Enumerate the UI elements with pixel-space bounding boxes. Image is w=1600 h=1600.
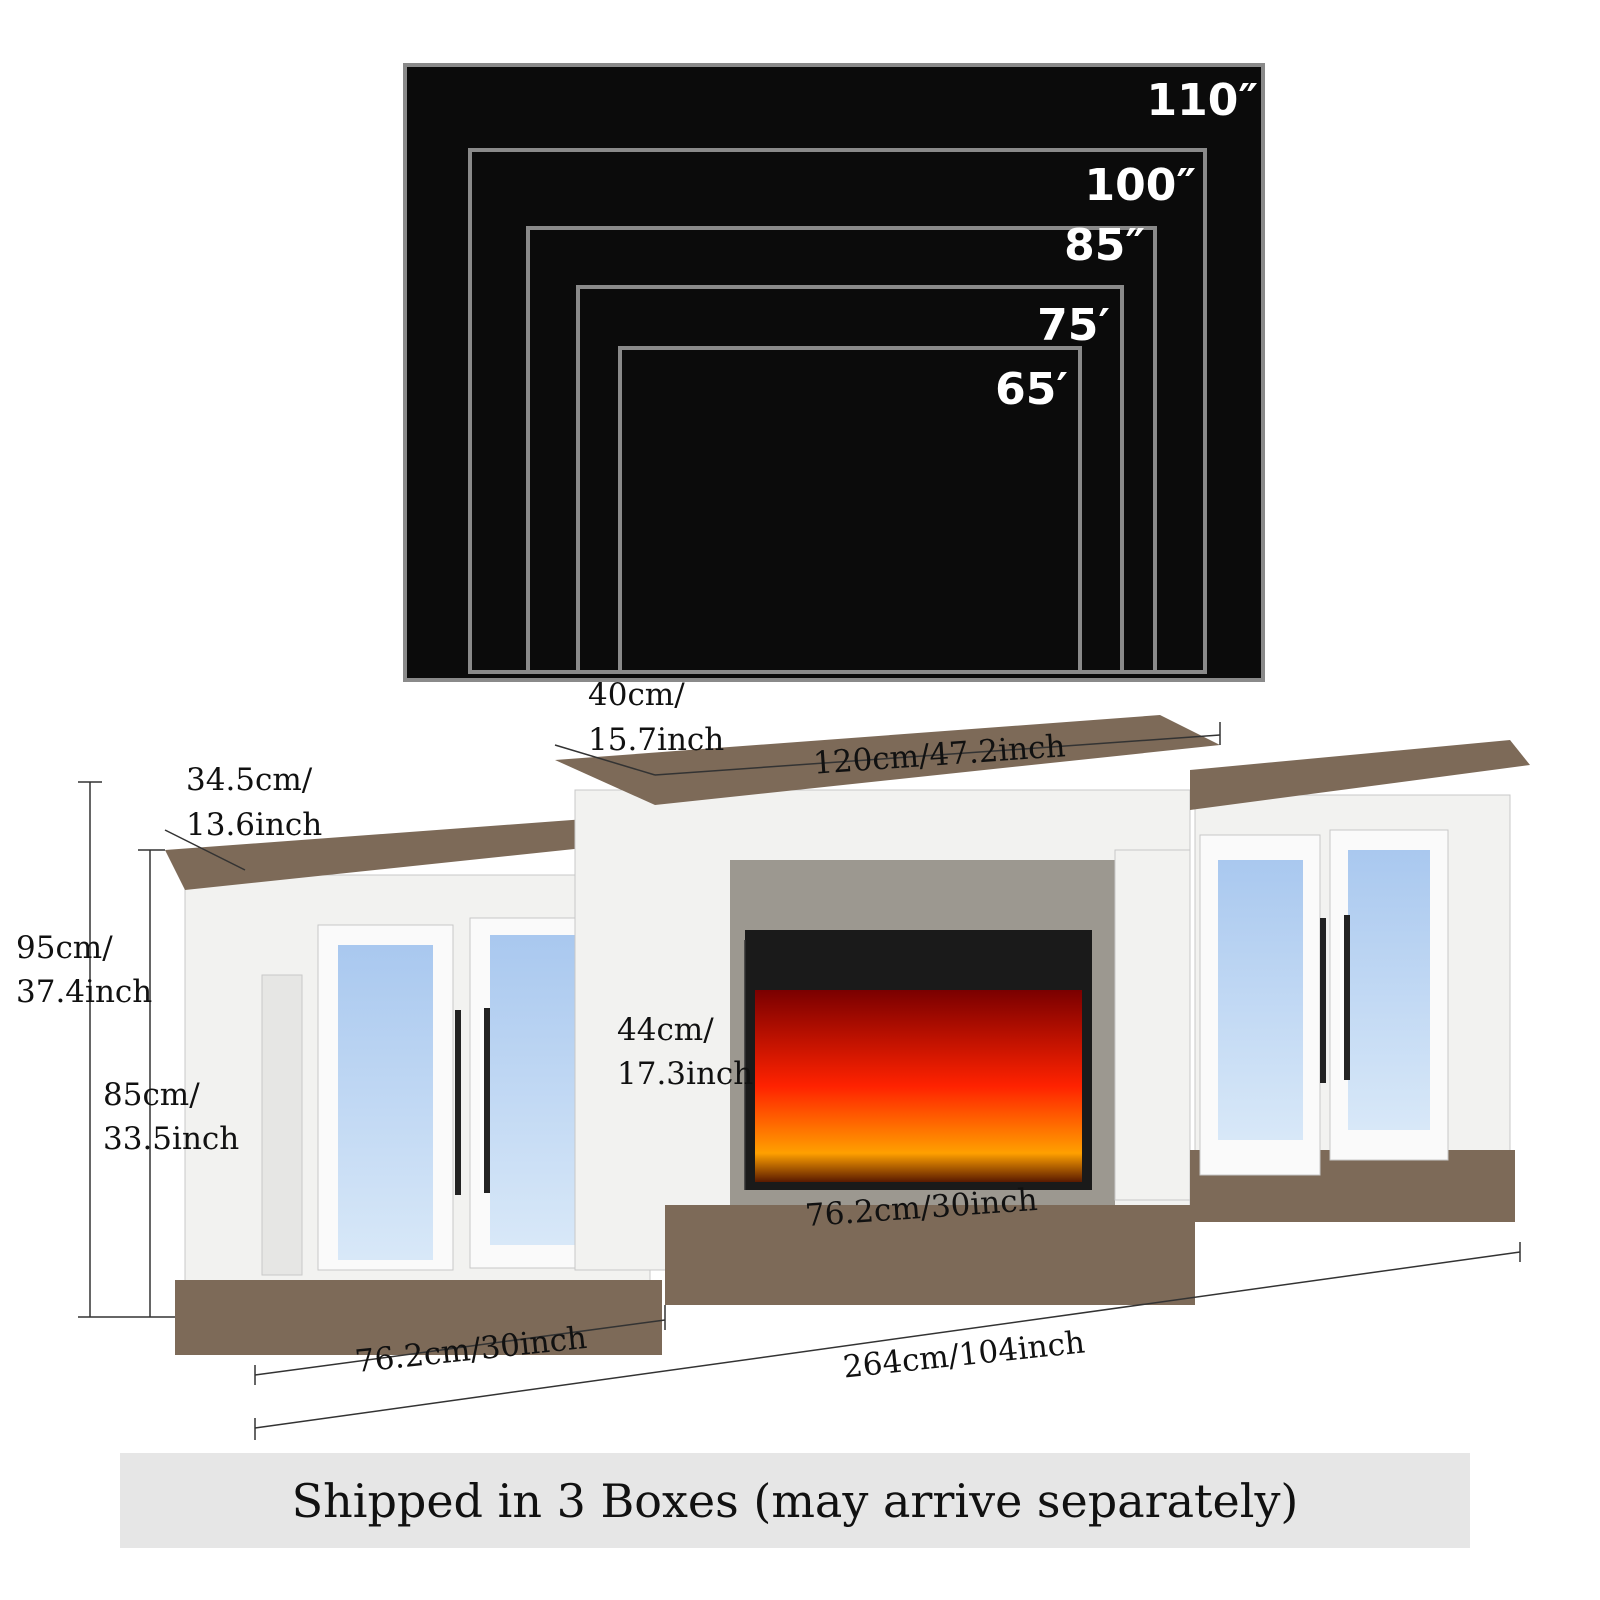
tv-label-100: 100″	[1084, 160, 1196, 211]
side-height-cm: 85cm/	[103, 1077, 200, 1113]
center-depth-cm: 40cm/	[588, 677, 685, 713]
side-depth-inch: 13.6inch	[186, 807, 322, 843]
fireplace-height-inch: 17.3inch	[617, 1056, 753, 1092]
tv-65	[618, 346, 1082, 674]
tv-label-85: 85″	[1064, 220, 1145, 271]
tv-size-comparison: 110″ 100″ 85″ 75′ 65′	[403, 63, 1265, 682]
flame-display	[755, 990, 1082, 1182]
center-fireplace	[555, 715, 1220, 1305]
total-height-inch: 37.4inch	[16, 974, 152, 1010]
right-cabinet	[1190, 740, 1530, 1222]
center-depth-inch: 15.7inch	[588, 722, 724, 758]
left-cabinet	[165, 815, 662, 1355]
fireplace-height-cm: 44cm/	[617, 1012, 714, 1048]
dimension-lines	[78, 722, 1521, 1440]
tv-label-110: 110″	[1146, 75, 1258, 126]
tv-label-65: 65′	[995, 364, 1068, 415]
shipping-banner: Shipped in 3 Boxes (may arrive separatel…	[120, 1453, 1470, 1548]
tv-label-75: 75′	[1037, 300, 1110, 351]
total-height-cm: 95cm/	[16, 930, 113, 966]
side-depth-cm: 34.5cm/	[186, 762, 313, 798]
total-width: 264cm/104inch	[841, 1324, 1086, 1385]
side-height-inch: 33.5inch	[103, 1121, 239, 1157]
